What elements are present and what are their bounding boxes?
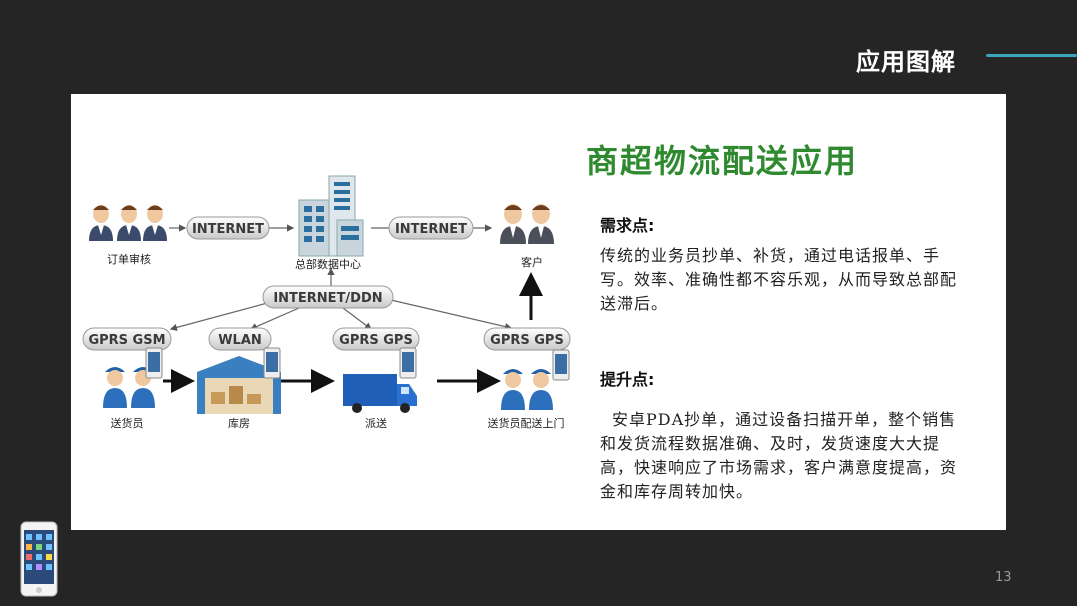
- smartphone-icon: [20, 521, 58, 597]
- link-internet-ddn: INTERNET/DDN: [262, 285, 394, 309]
- flow-arrows: [163, 272, 543, 393]
- demand-title: 需求点:: [600, 216, 655, 235]
- link-label: INTERNET: [192, 222, 264, 237]
- building-icon: [298, 175, 364, 257]
- courier-icon: [103, 367, 155, 408]
- truck-icon: [343, 374, 417, 413]
- pda-phone-icon: [552, 349, 570, 381]
- node-label-order-review: 订单审核: [107, 252, 151, 266]
- courier-icon: [501, 369, 553, 410]
- improve-title: 提升点:: [600, 370, 655, 389]
- link-gprs-gps-right: GPRS GPS: [483, 327, 571, 351]
- pda-phone-icon: [399, 347, 417, 379]
- link-label: WLAN: [218, 333, 262, 348]
- link-label: INTERNET/DDN: [273, 291, 382, 306]
- pda-phone-icon: [263, 347, 281, 379]
- operator-icon: [89, 205, 167, 241]
- link-gprs-gps-mid: GPRS GPS: [332, 327, 420, 351]
- node-label-courier: 送货员: [111, 416, 144, 430]
- demand-text: 传统的业务员抄单、补货，通过电话报单、手写。效率、准确性都不容乐观，从而导致总部…: [600, 246, 958, 313]
- link-label: GPRS GPS: [490, 333, 564, 348]
- node-label-dispatch: 派送: [365, 416, 387, 430]
- link-internet-right: INTERNET: [388, 216, 474, 240]
- content-heading: 商超物流配送应用: [586, 142, 859, 180]
- link-label: GPRS GSM: [88, 333, 165, 348]
- link-wlan: WLAN: [208, 327, 272, 351]
- link-label: GPRS GPS: [339, 333, 413, 348]
- warehouse-icon: [197, 356, 281, 414]
- improve-text: 安卓PDA抄单，通过设备扫描开单，整个销售和发货流程数据准确、及时，发货速度大大…: [600, 410, 958, 501]
- pda-phone-icon: [145, 347, 163, 379]
- node-label-customer: 客户: [521, 255, 543, 269]
- node-label-door-delivery: 送货员配送上门: [488, 416, 565, 430]
- title-accent-line: [986, 54, 1077, 57]
- connector-lines: [169, 224, 513, 331]
- link-label: INTERNET: [395, 222, 467, 237]
- content-card: INTERNET INTERNET INTERNET/DDN GPRS GSM …: [71, 94, 1006, 530]
- node-label-warehouse: 库房: [228, 417, 250, 430]
- slide-title: 应用图解: [856, 48, 956, 76]
- link-internet-left: INTERNET: [186, 216, 270, 240]
- node-label-hq: 总部数据中心: [295, 257, 361, 271]
- link-gprs-gsm: GPRS GSM: [82, 327, 172, 351]
- logistics-diagram: INTERNET INTERNET INTERNET/DDN GPRS GSM …: [82, 175, 571, 430]
- customer-icon: [500, 204, 554, 244]
- page-number: 13: [995, 570, 1012, 585]
